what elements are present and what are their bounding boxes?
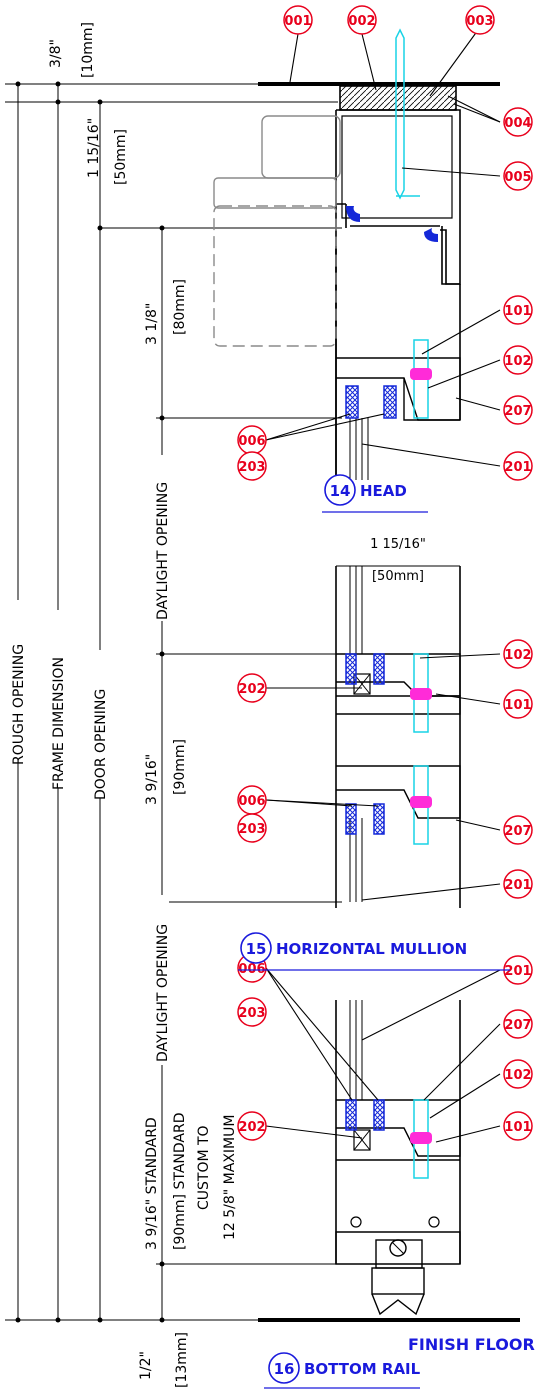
head-frame-imperial: 1 15/16" xyxy=(86,118,102,178)
svg-text:101: 101 xyxy=(504,1120,531,1135)
callout-003: 003 xyxy=(465,5,495,35)
head-frame-metric: [50mm] xyxy=(113,129,129,185)
svg-text:102: 102 xyxy=(504,354,531,369)
svg-text:203: 203 xyxy=(238,460,265,475)
head-anchor xyxy=(410,339,432,419)
svg-text:202: 202 xyxy=(238,682,265,697)
svg-text:001: 001 xyxy=(284,14,311,29)
callout-203-head: 203 xyxy=(237,451,267,481)
mullion-metric: [90mm] xyxy=(172,739,188,795)
callout-006-head: 006 xyxy=(237,425,267,455)
callout-001: 001 xyxy=(283,5,313,35)
svg-text:005: 005 xyxy=(504,170,531,185)
svg-text:203: 203 xyxy=(238,1006,265,1021)
mullion-imperial: 3 9/16" xyxy=(144,754,160,805)
leader-lines xyxy=(265,29,501,1143)
callout-202-mullion: 202 xyxy=(237,673,267,703)
svg-text:006: 006 xyxy=(238,794,265,809)
svg-text:102: 102 xyxy=(504,648,531,663)
callout-203-mullion: 203 xyxy=(237,813,267,843)
daylight-opening-label-1: DAYLIGHT OPENING xyxy=(155,482,171,620)
head-screw xyxy=(395,28,420,200)
callout-201-head: 201 xyxy=(503,451,533,481)
callout-102-head: 102 xyxy=(503,345,533,375)
door-opening-label: DOOR OPENING xyxy=(93,689,109,800)
dim-labels: ROUGH OPENING FRAME DIMENSION DOOR OPENI… xyxy=(11,455,171,1065)
head-rail-imperial: 3 1/8" xyxy=(144,303,160,345)
callout-101-head: 101 xyxy=(503,295,533,325)
callout-102-mullion: 102 xyxy=(503,639,533,669)
bottom-anchor xyxy=(410,1099,432,1179)
svg-text:15: 15 xyxy=(246,940,267,958)
mullion-anchors xyxy=(410,653,432,845)
svg-text:201: 201 xyxy=(504,460,531,475)
bottom-rail-line4: 12 5/8" MAXIMUM xyxy=(222,1115,238,1240)
svg-text:002: 002 xyxy=(348,14,375,29)
svg-text:101: 101 xyxy=(504,304,531,319)
callout-201-mullion: 201 xyxy=(503,869,533,899)
callout-101-mullion: 101 xyxy=(503,689,533,719)
svg-text:16: 16 xyxy=(274,1360,295,1378)
bottom-rail-drawing xyxy=(335,1000,461,1316)
svg-text:203: 203 xyxy=(238,822,265,837)
svg-text:102: 102 xyxy=(504,1068,531,1083)
section-14-head: 14 HEAD xyxy=(322,474,428,513)
finish-floor-line: FINISH FLOOR xyxy=(258,1318,535,1354)
head-gaskets xyxy=(345,206,438,419)
callout-005: 005 xyxy=(503,161,533,191)
callout-207-bottom: 207 xyxy=(503,1009,533,1039)
svg-text:004: 004 xyxy=(504,116,531,131)
callout-203-bottom: 203 xyxy=(237,997,267,1027)
svg-text:HEAD: HEAD xyxy=(360,482,407,500)
svg-text:207: 207 xyxy=(504,404,531,419)
rough-opening-label: ROUGH OPENING xyxy=(11,644,27,765)
head-section-drawing xyxy=(335,85,461,500)
bottom-rail-line2: [90mm] STANDARD xyxy=(172,1113,188,1250)
svg-text:201: 201 xyxy=(504,878,531,893)
dimension-values: 3/8" [10mm] 1 15/16" [50mm] 3 1/8" [80mm… xyxy=(48,22,238,1388)
svg-text:207: 207 xyxy=(504,824,531,839)
callout-006-mullion: 006 xyxy=(237,785,267,815)
callout-201-bottom: 201 xyxy=(503,955,533,985)
callout-101-bottom: 101 xyxy=(503,1111,533,1141)
mullion-gaskets xyxy=(345,653,385,835)
callout-002: 002 xyxy=(347,5,377,35)
svg-text:006: 006 xyxy=(238,434,265,449)
bottom-rail-line3: CUSTOM TO xyxy=(196,1125,212,1210)
svg-text:HORIZONTAL MULLION: HORIZONTAL MULLION xyxy=(276,940,467,958)
callout-207-mullion: 207 xyxy=(503,815,533,845)
bottom-rail-line1: 3 9/16" STANDARD xyxy=(144,1117,160,1250)
finish-floor-label: FINISH FLOOR xyxy=(408,1335,535,1354)
daylight-opening-label-2: DAYLIGHT OPENING xyxy=(155,924,171,1062)
floor-gap-metric: [13mm] xyxy=(174,1332,190,1388)
top-gap-metric: [10mm] xyxy=(80,22,96,78)
section-15-mullion: 15 HORIZONTAL MULLION xyxy=(238,932,510,971)
callout-207-head: 207 xyxy=(503,395,533,425)
svg-text:BOTTOM RAIL: BOTTOM RAIL xyxy=(304,1360,421,1378)
section-titles: 14 HEAD 15 HORIZONTAL MULLION 16 BOTTOM … xyxy=(238,474,510,1389)
svg-text:003: 003 xyxy=(466,14,493,29)
mullion-section-drawing xyxy=(335,565,461,908)
dimension-ticks xyxy=(15,81,165,1323)
svg-text:101: 101 xyxy=(504,698,531,713)
callout-202-bottom: 202 xyxy=(237,1111,267,1141)
svg-text:[50mm]: [50mm] xyxy=(372,569,424,584)
floor-gap-imperial: 1/2" xyxy=(138,1351,154,1380)
svg-text:1 15/16": 1 15/16" xyxy=(370,537,426,552)
frame-dimension-label: FRAME DIMENSION xyxy=(51,657,67,790)
svg-text:202: 202 xyxy=(238,1120,265,1135)
svg-text:14: 14 xyxy=(330,482,351,500)
head-rail-metric: [80mm] xyxy=(172,279,188,335)
top-gap-imperial: 3/8" xyxy=(48,39,64,68)
callout-004: 004 xyxy=(503,107,533,137)
callout-102-bottom: 102 xyxy=(503,1059,533,1089)
svg-text:201: 201 xyxy=(504,964,531,979)
section-16-bottom-rail: 16 BOTTOM RAIL xyxy=(264,1352,421,1389)
door-closer-ghost xyxy=(213,115,341,347)
bottom-gaskets xyxy=(345,1099,385,1131)
svg-text:207: 207 xyxy=(504,1018,531,1033)
mullion-depth-dimension: 1 15/16" [50mm] xyxy=(370,537,426,584)
